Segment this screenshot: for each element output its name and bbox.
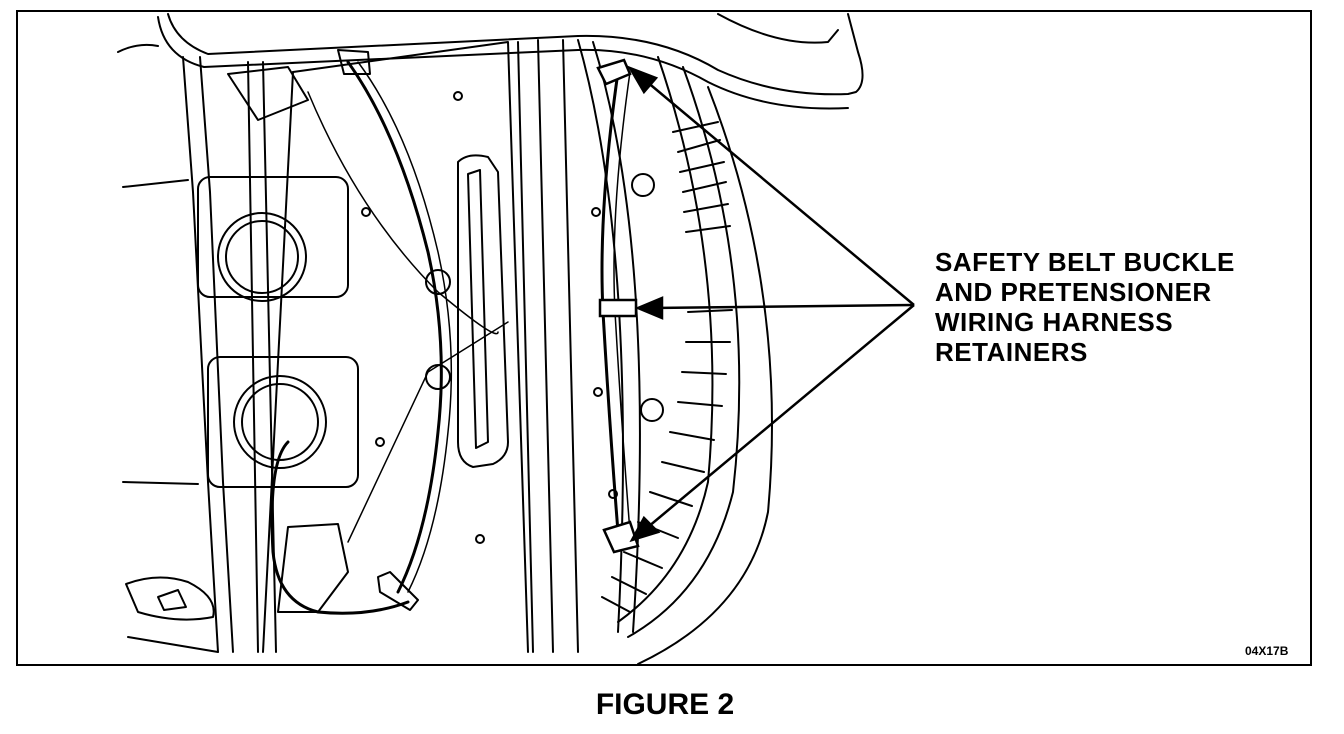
retainer-callout-label: SAFETY BELT BUCKLE AND PRETENSIONER WIRI… <box>935 247 1235 367</box>
door-inner-panel-illustration <box>117 13 915 664</box>
callout-line: RETAINERS <box>935 337 1088 367</box>
callout-line: WIRING HARNESS <box>935 307 1174 337</box>
callout-line: SAFETY BELT BUCKLE <box>935 247 1235 277</box>
harness-retainer-middle <box>598 298 638 318</box>
harness-retainer-upper <box>596 58 632 86</box>
callout-line: AND PRETENSIONER <box>935 277 1212 307</box>
figure-reference-code: 04X17B <box>1245 644 1289 658</box>
harness-retainer-lower <box>602 520 640 554</box>
figure-caption: FIGURE 2 <box>595 688 735 721</box>
figure-frame: SAFETY BELT BUCKLE AND PRETENSIONER WIRI… <box>16 10 1312 666</box>
